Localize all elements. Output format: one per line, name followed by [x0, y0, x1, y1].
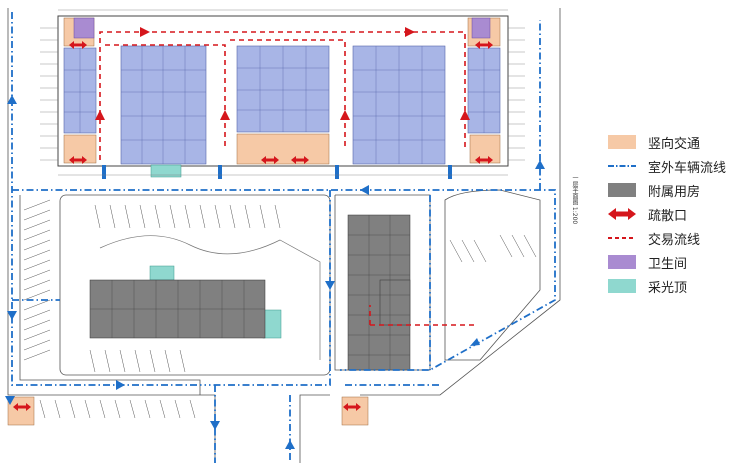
stair-swatch-icon — [608, 135, 636, 149]
legend-label: 竖向交通 — [648, 136, 701, 152]
legend-item-exit: 疏散口 — [608, 202, 733, 226]
trading-route-arrows — [95, 27, 470, 120]
legend: 竖向交通 室外车辆流线 附属用房 疏散口 交易流线 卫生间 采光顶 — [608, 130, 733, 298]
skylight-swatch-icon — [608, 279, 636, 293]
skylights — [149, 164, 282, 339]
legend-item-stair: 竖向交通 — [608, 130, 733, 154]
legend-label: 交易流线 — [648, 232, 701, 248]
vehicle-arrows — [5, 95, 545, 449]
toilets — [73, 17, 491, 39]
main-building-outline — [57, 15, 509, 167]
legend-label: 附属用房 — [648, 184, 701, 200]
service-blocks — [89, 214, 411, 371]
legend-item-vehicle: 室外车辆流线 — [608, 154, 733, 178]
drawing-title: 一层平面图 1:200 — [571, 175, 578, 225]
toilet-swatch-icon — [608, 255, 636, 269]
hall-grid — [64, 46, 500, 164]
landscape-path — [99, 235, 321, 360]
legend-label: 采光顶 — [648, 280, 688, 296]
dashed-line-icon — [608, 237, 636, 239]
evacuation-exits — [13, 41, 493, 411]
legend-label: 室外车辆流线 — [648, 160, 727, 176]
legend-item-trading: 交易流线 — [608, 226, 733, 250]
legend-item-toilet: 卫生间 — [608, 250, 733, 274]
legend-label: 疏散口 — [648, 208, 688, 224]
legend-label: 卫生间 — [648, 256, 688, 272]
double-arrow-icon — [608, 208, 636, 220]
parking-stalls — [23, 199, 537, 419]
hall-west-large — [120, 45, 207, 165]
dash-dot-line-icon — [608, 165, 636, 167]
legend-item-service: 附属用房 — [608, 178, 733, 202]
service-swatch-icon — [608, 183, 636, 197]
legend-item-skylight: 采光顶 — [608, 274, 733, 298]
entry-markers — [102, 165, 452, 179]
service-grid — [90, 215, 410, 370]
vehicle-route — [11, 12, 556, 463]
dimension-lines — [40, 9, 525, 176]
floor-plan — [5, 8, 561, 463]
